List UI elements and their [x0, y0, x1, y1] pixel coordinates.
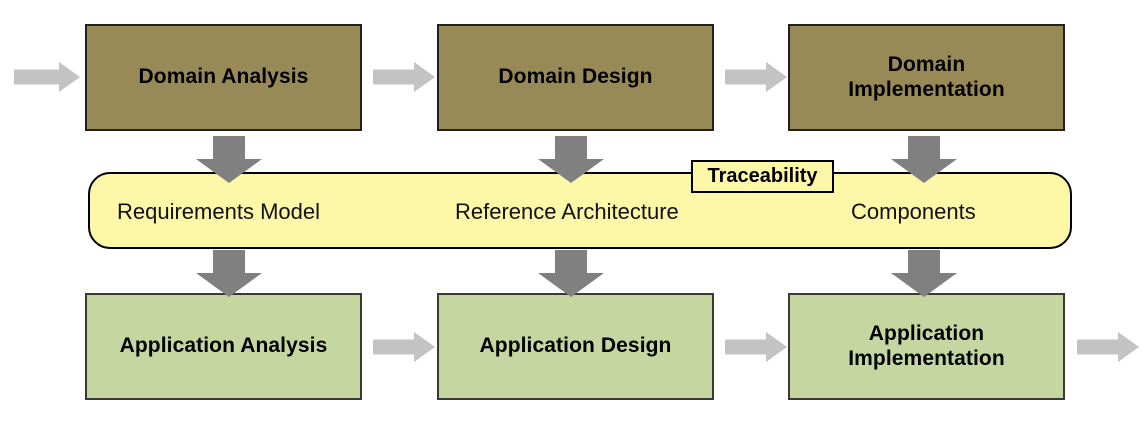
application-analysis-box[interactable]: Application Analysis	[85, 293, 362, 400]
application-design-box[interactable]: Application Design	[437, 293, 714, 400]
domain-implementation-line-1: Domain	[887, 53, 966, 77]
application-design-label: Application Design	[479, 334, 672, 358]
components-label: Components	[851, 199, 976, 224]
application-analysis-to-application-design-arrow-icon	[373, 332, 435, 362]
domain-design-to-reference-architecture-arrow-icon	[538, 136, 604, 183]
application-design-to-application-implementation-arrow-icon	[725, 332, 787, 362]
domain-design-to-domain-implementation-arrow-icon	[725, 62, 787, 92]
components-to-application-implementation-arrow-icon	[891, 250, 957, 297]
exit-arrow-application-icon	[1077, 332, 1139, 362]
domain-analysis-label: Domain Analysis	[138, 65, 309, 89]
domain-analysis-box[interactable]: Domain Analysis	[85, 24, 362, 131]
application-implementation-line-2: Implementation	[848, 346, 1005, 370]
traceability-tag[interactable]: Traceability	[691, 160, 834, 193]
traceability-tag-label: Traceability	[707, 165, 818, 187]
application-implementation-line-1: Application	[868, 322, 985, 346]
application-analysis-label: Application Analysis	[119, 334, 328, 358]
application-implementation-label: Application Implementation	[848, 322, 1005, 370]
domain-implementation-box[interactable]: Domain Implementation	[788, 24, 1065, 131]
domain-implementation-label: Domain Implementation	[848, 53, 1005, 101]
requirements-model-label: Requirements Model	[117, 199, 320, 224]
domain-design-box[interactable]: Domain Design	[437, 24, 714, 131]
reference-architecture-label: Reference Architecture	[455, 199, 679, 224]
domain-analysis-to-domain-design-arrow-icon	[373, 62, 435, 92]
reference-architecture-to-application-design-arrow-icon	[538, 250, 604, 297]
domain-design-label: Domain Design	[498, 65, 653, 89]
requirements-model-to-application-analysis-arrow-icon	[196, 250, 262, 297]
domain-analysis-to-requirements-model-arrow-icon	[196, 136, 262, 183]
application-implementation-box[interactable]: Application Implementation	[788, 293, 1065, 400]
domain-implementation-line-2: Implementation	[848, 77, 1005, 101]
entry-arrow-domain-icon	[14, 62, 80, 92]
domain-implementation-to-components-arrow-icon	[891, 136, 957, 183]
